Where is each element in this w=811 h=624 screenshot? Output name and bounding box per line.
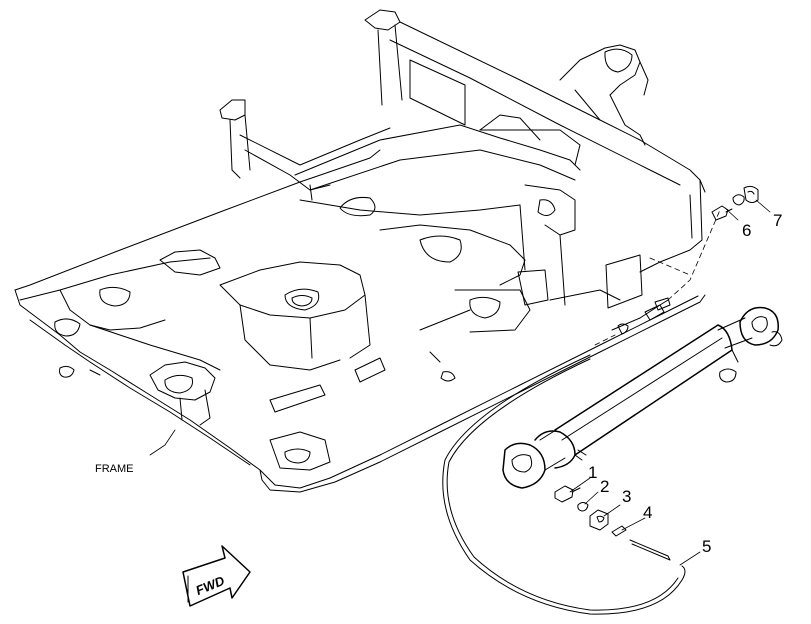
callout-2: 2 (600, 477, 609, 496)
callout-3: 3 (622, 487, 631, 506)
elbow-part-7 (732, 185, 759, 206)
fitting-part-6 (711, 205, 733, 221)
fwd-arrow: FWD (182, 545, 251, 607)
frame-label: FRAME (95, 463, 134, 475)
fwd-label: FWD (193, 573, 227, 598)
washer-part-2 (577, 502, 589, 512)
callout-6: 6 (742, 221, 751, 240)
frame-assembly (14, 9, 706, 493)
rod-part-5 (629, 539, 671, 561)
callout-5: 5 (702, 537, 711, 556)
nut-part-3 (589, 509, 609, 531)
callout-7: 7 (773, 211, 782, 230)
cylinder (502, 306, 783, 489)
bolt-part-1 (554, 485, 581, 503)
hose-line (442, 209, 721, 615)
callout-1: 1 (588, 463, 597, 482)
leader-lines (149, 199, 771, 566)
pin-part-4 (611, 525, 627, 537)
callout-4: 4 (643, 503, 652, 522)
